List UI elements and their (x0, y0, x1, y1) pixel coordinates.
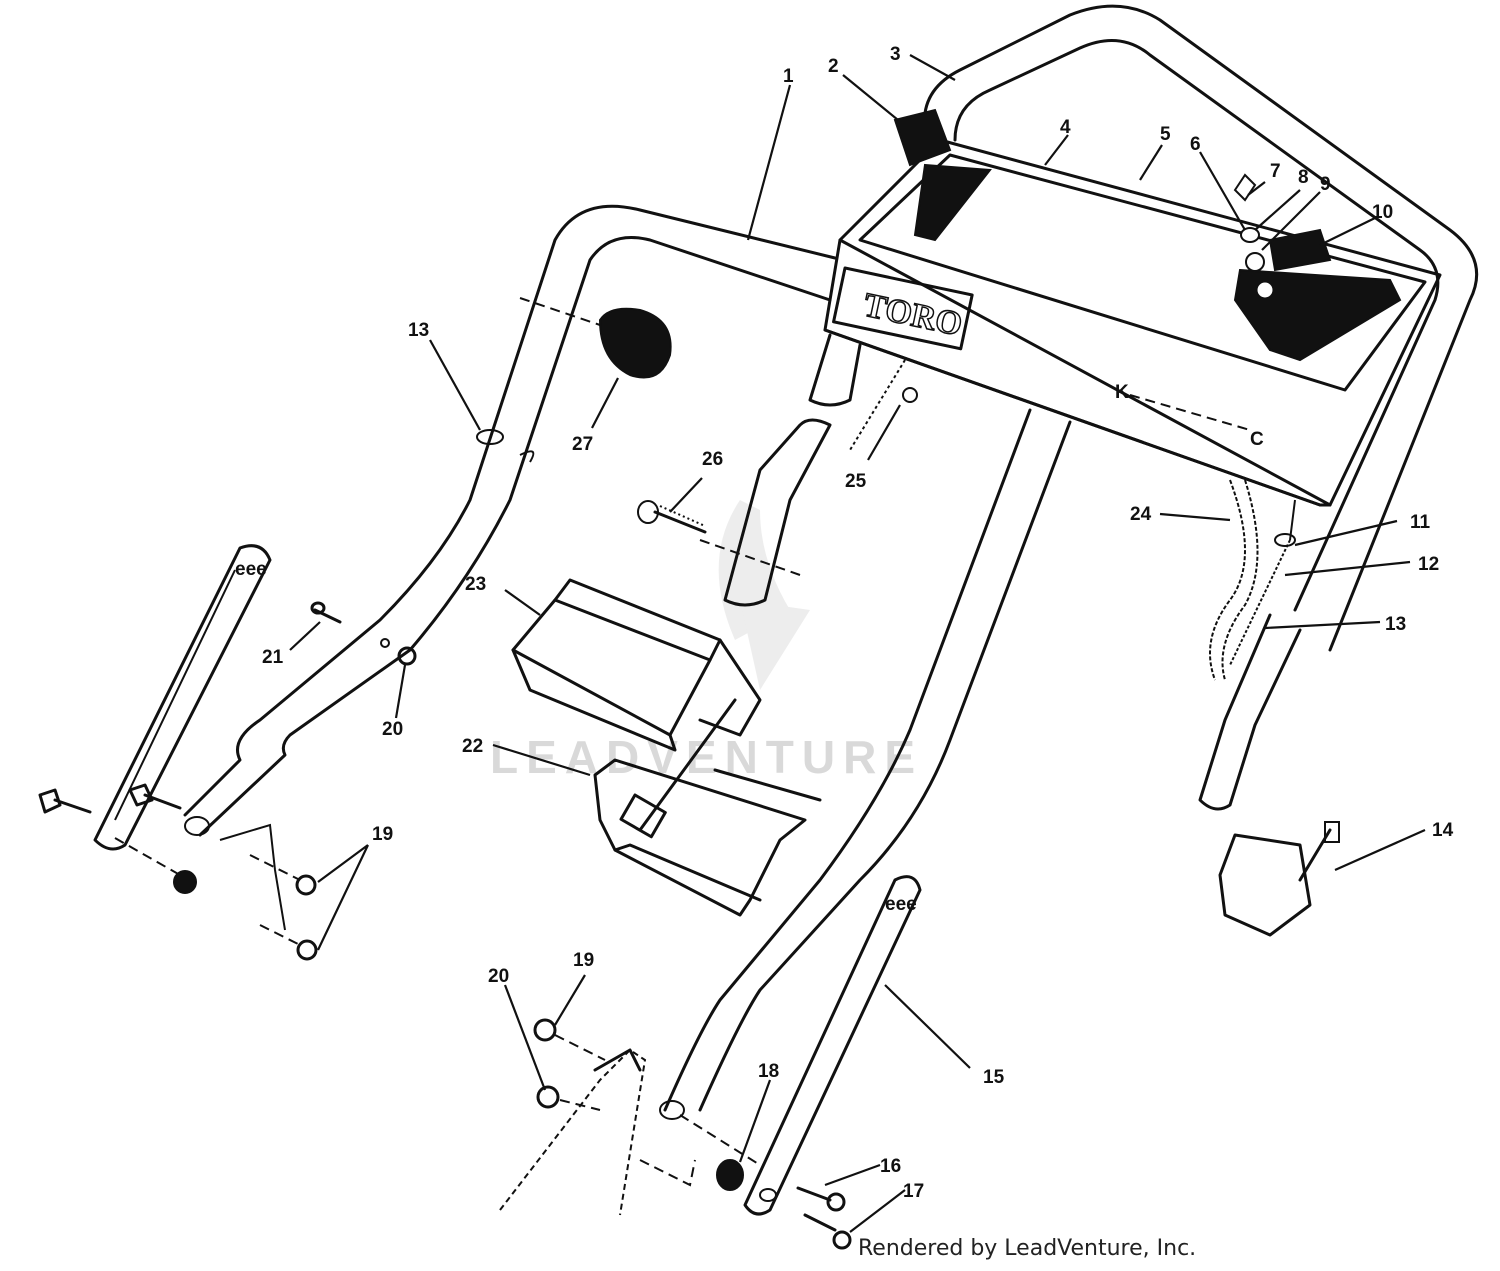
callout-25: 25 (845, 471, 867, 492)
panel-letter-c: C (1250, 429, 1264, 450)
callout-2: 2 (828, 56, 839, 77)
callout-13a: 13 (408, 320, 429, 341)
callout-numbers: 1 2 3 4 5 6 7 8 9 10 11 12 13 13 14 15 1… (262, 44, 1454, 1202)
control-panel: TORO K C (823, 138, 1442, 507)
panel-letter-k: K (1115, 382, 1129, 403)
callout-12: 12 (1418, 554, 1439, 575)
left-hardware (38, 429, 535, 961)
side-plate-left: eee (93, 544, 272, 851)
callout-19b: 19 (573, 950, 594, 971)
callout-17: 17 (903, 1181, 924, 1202)
cables (1209, 479, 1296, 681)
callout-21: 21 (262, 647, 284, 668)
callout-6: 6 (1190, 134, 1201, 155)
leader-lines (289, 54, 1426, 1233)
callout-14: 14 (1432, 820, 1454, 841)
spring-25 (849, 359, 918, 451)
throttle-knob (893, 108, 992, 242)
tube-stubs (699, 333, 862, 607)
callout-3: 3 (890, 44, 901, 65)
callout-24: 24 (1130, 504, 1152, 525)
callout-7: 7 (1270, 161, 1281, 182)
lower-handle (183, 204, 1072, 1120)
battery-tray-22 (593, 758, 822, 917)
callout-5: 5 (1160, 124, 1171, 145)
callout-26: 26 (702, 449, 723, 470)
callout-4: 4 (1060, 117, 1071, 138)
knob-27 (519, 297, 672, 379)
deck-and-hardware (499, 1018, 852, 1250)
callout-13b: 13 (1385, 614, 1406, 635)
svg-text:eee: eee (235, 559, 267, 580)
callout-16: 16 (880, 1156, 901, 1177)
callout-18: 18 (758, 1061, 779, 1082)
callout-10: 10 (1372, 202, 1393, 223)
watermark-logo (718, 500, 810, 690)
callout-20b: 20 (488, 966, 509, 987)
callout-1: 1 (783, 66, 794, 87)
battery-23 (511, 578, 762, 839)
upper-handle (922, 4, 1479, 652)
callout-20a: 20 (382, 719, 403, 740)
callout-8: 8 (1298, 167, 1309, 188)
bolt-26 (637, 500, 707, 534)
brand-label: TORO (860, 287, 965, 344)
callout-15: 15 (983, 1067, 1005, 1088)
callout-22: 22 (462, 736, 483, 757)
right-lower-tube (1198, 613, 1302, 811)
side-plate-right: eee (743, 875, 922, 1216)
callout-23: 23 (465, 574, 486, 595)
svg-text:eee: eee (885, 894, 917, 915)
callout-9: 9 (1320, 174, 1331, 195)
callout-27: 27 (572, 434, 593, 455)
credit-text: Rendered by LeadVenture, Inc. (858, 1236, 1197, 1261)
control-lever (1233, 173, 1402, 362)
callout-11: 11 (1410, 512, 1431, 533)
module-14 (1218, 821, 1340, 937)
watermark-text: LEADVENTURE (490, 731, 923, 783)
callout-19a: 19 (372, 824, 393, 845)
